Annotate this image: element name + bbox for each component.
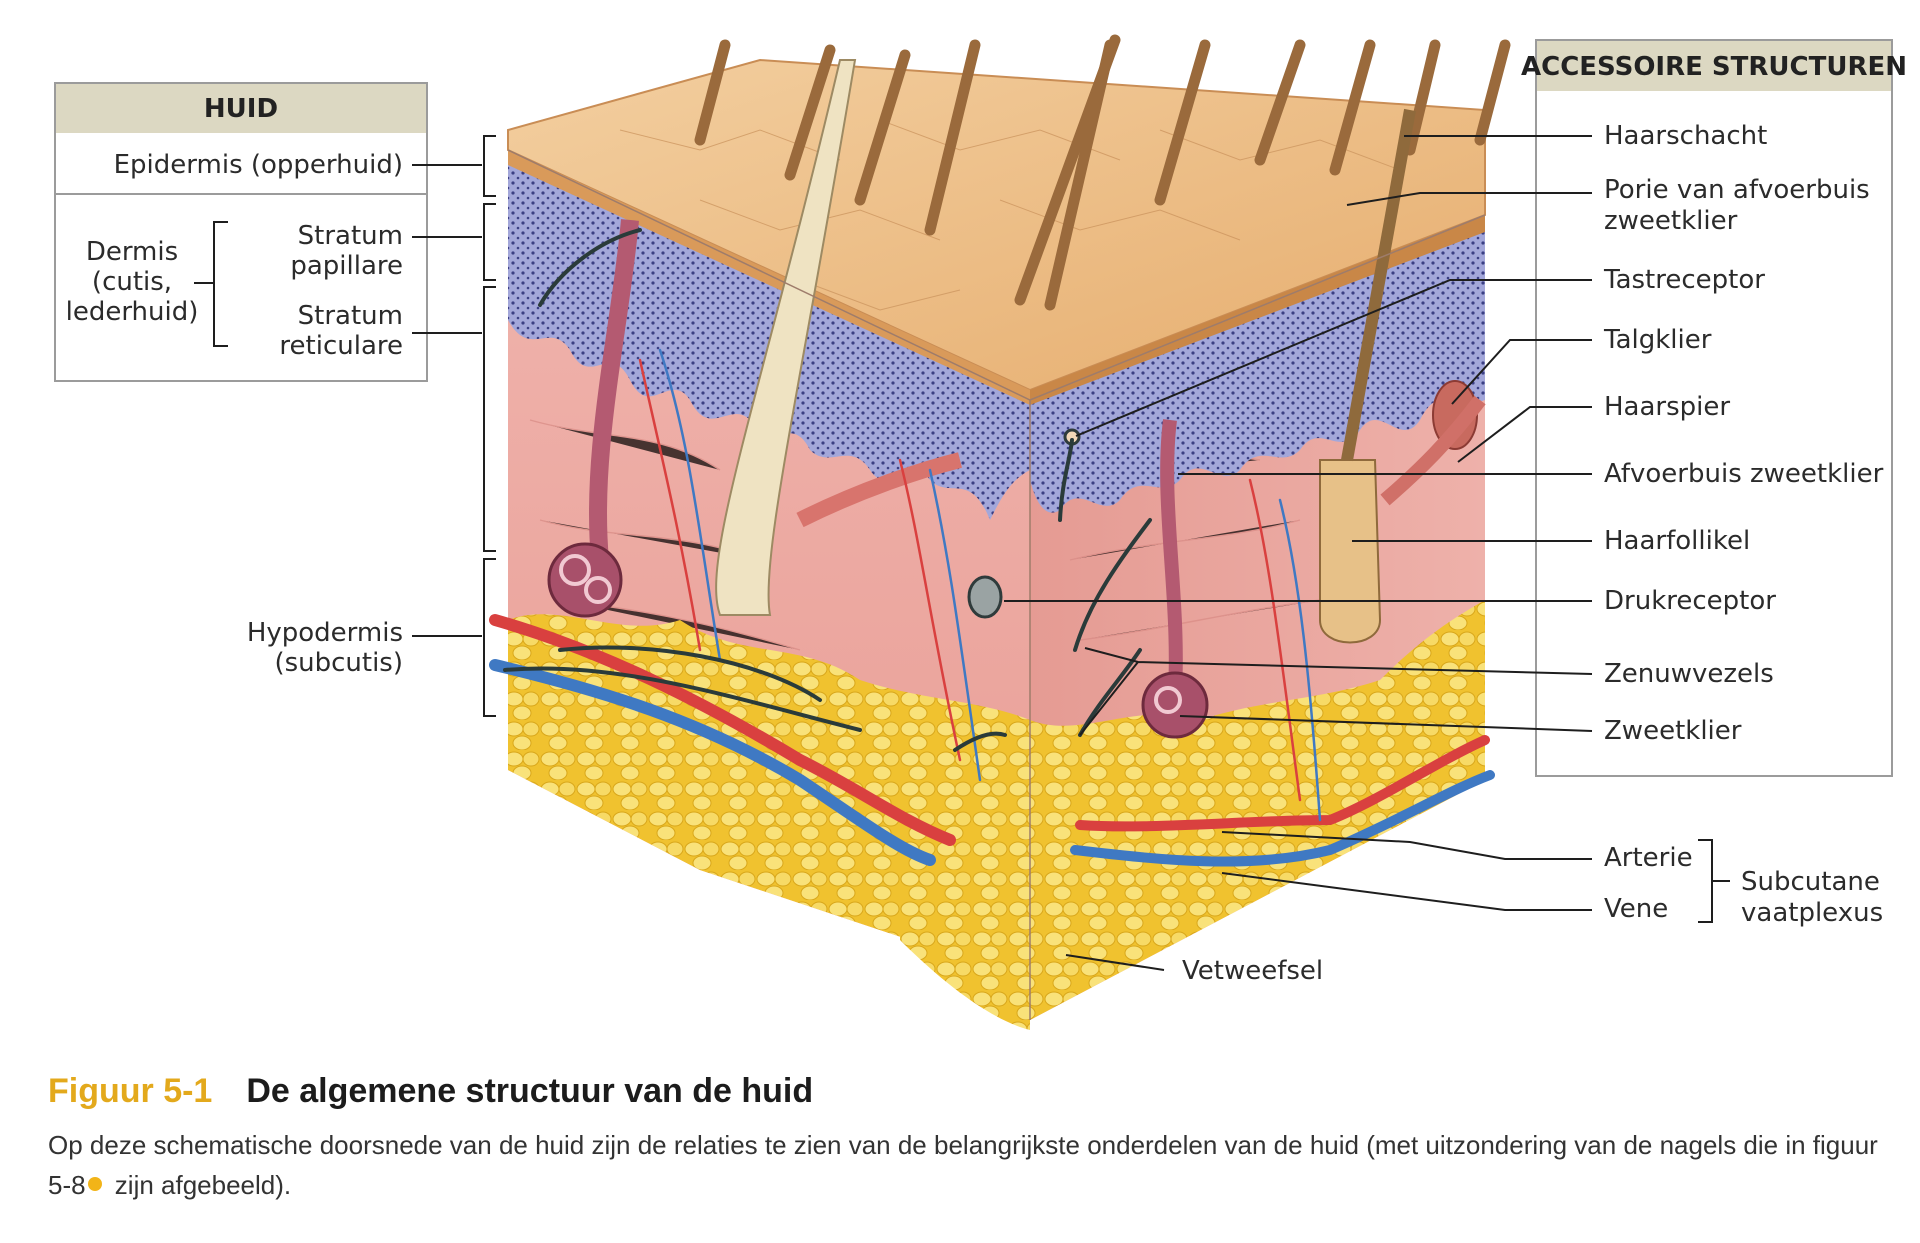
vetweefsel-label: Vetweefsel: [1182, 956, 1323, 986]
huid-header: HUID: [204, 94, 278, 124]
plexus-label-1: Subcutane: [1741, 867, 1880, 897]
zenuwvezels-label: Zenuwvezels: [1604, 659, 1774, 689]
hypodermis-label-2: (subcutis): [274, 648, 403, 678]
porie-label-2: zweetklier: [1604, 206, 1738, 236]
vene-label: Vene: [1604, 894, 1668, 924]
plexus-label-2: vaatplexus: [1741, 898, 1883, 928]
drukreceptor-label: Drukreceptor: [1604, 586, 1776, 616]
hypodermis-label-1: Hypodermis: [247, 618, 403, 648]
accessory-header: ACCESSOIRE STRUCTUREN: [1521, 52, 1907, 82]
huid-legend-box: HUID Epidermis (opperhuid) Dermis (cutis…: [55, 83, 427, 381]
caption-figure-number: Figuur 5-1: [48, 1072, 212, 1110]
haarschacht-label: Haarschacht: [1604, 121, 1767, 151]
pressure-receptor: [969, 577, 1001, 617]
reticulare-label-1: Stratum: [298, 301, 403, 331]
papillare-label-1: Stratum: [298, 221, 403, 251]
plexus-bracket: [1698, 840, 1730, 922]
haarfollikel-label: Haarfollikel: [1604, 526, 1750, 556]
talgklier-label: Talgklier: [1603, 325, 1712, 355]
figure-caption: Figuur 5-1 De algemene structuur van de h…: [48, 1072, 1888, 1205]
papillare-label-2: papillare: [290, 251, 403, 281]
porie-label-1: Porie van afvoerbuis: [1604, 175, 1870, 205]
zweetklier-label: Zweetklier: [1604, 716, 1742, 746]
figure-reference-dot-icon: [88, 1177, 102, 1191]
caption-text: Op deze schematische doorsnede van de hu…: [48, 1130, 1878, 1200]
fat-tissue-bottom: [900, 855, 1030, 1030]
caption-title: De algemene structuur van de huid: [246, 1072, 813, 1110]
caption-title-line: Figuur 5-1 De algemene structuur van de h…: [48, 1072, 1888, 1111]
afvoerbuis-label: Afvoerbuis zweetklier: [1604, 459, 1884, 489]
reticulare-label-2: reticulare: [279, 331, 403, 361]
hair-follicle-right: [1320, 460, 1380, 643]
dermis-label-3: lederhuid): [66, 297, 199, 327]
arterie-label: Arterie: [1604, 843, 1693, 873]
dermis-label-1: Dermis: [86, 237, 178, 267]
tastreceptor-label: Tastreceptor: [1603, 265, 1765, 295]
skin-block-illustration: [495, 40, 1505, 1030]
caption-text-end: zijn afgebeeld).: [108, 1170, 292, 1200]
dermis-label-2: (cutis,: [92, 267, 172, 297]
caption-body: Op deze schematische doorsnede van de hu…: [48, 1125, 1888, 1205]
epidermis-label: Epidermis (opperhuid): [114, 150, 403, 180]
haarspier-label: Haarspier: [1604, 392, 1730, 422]
